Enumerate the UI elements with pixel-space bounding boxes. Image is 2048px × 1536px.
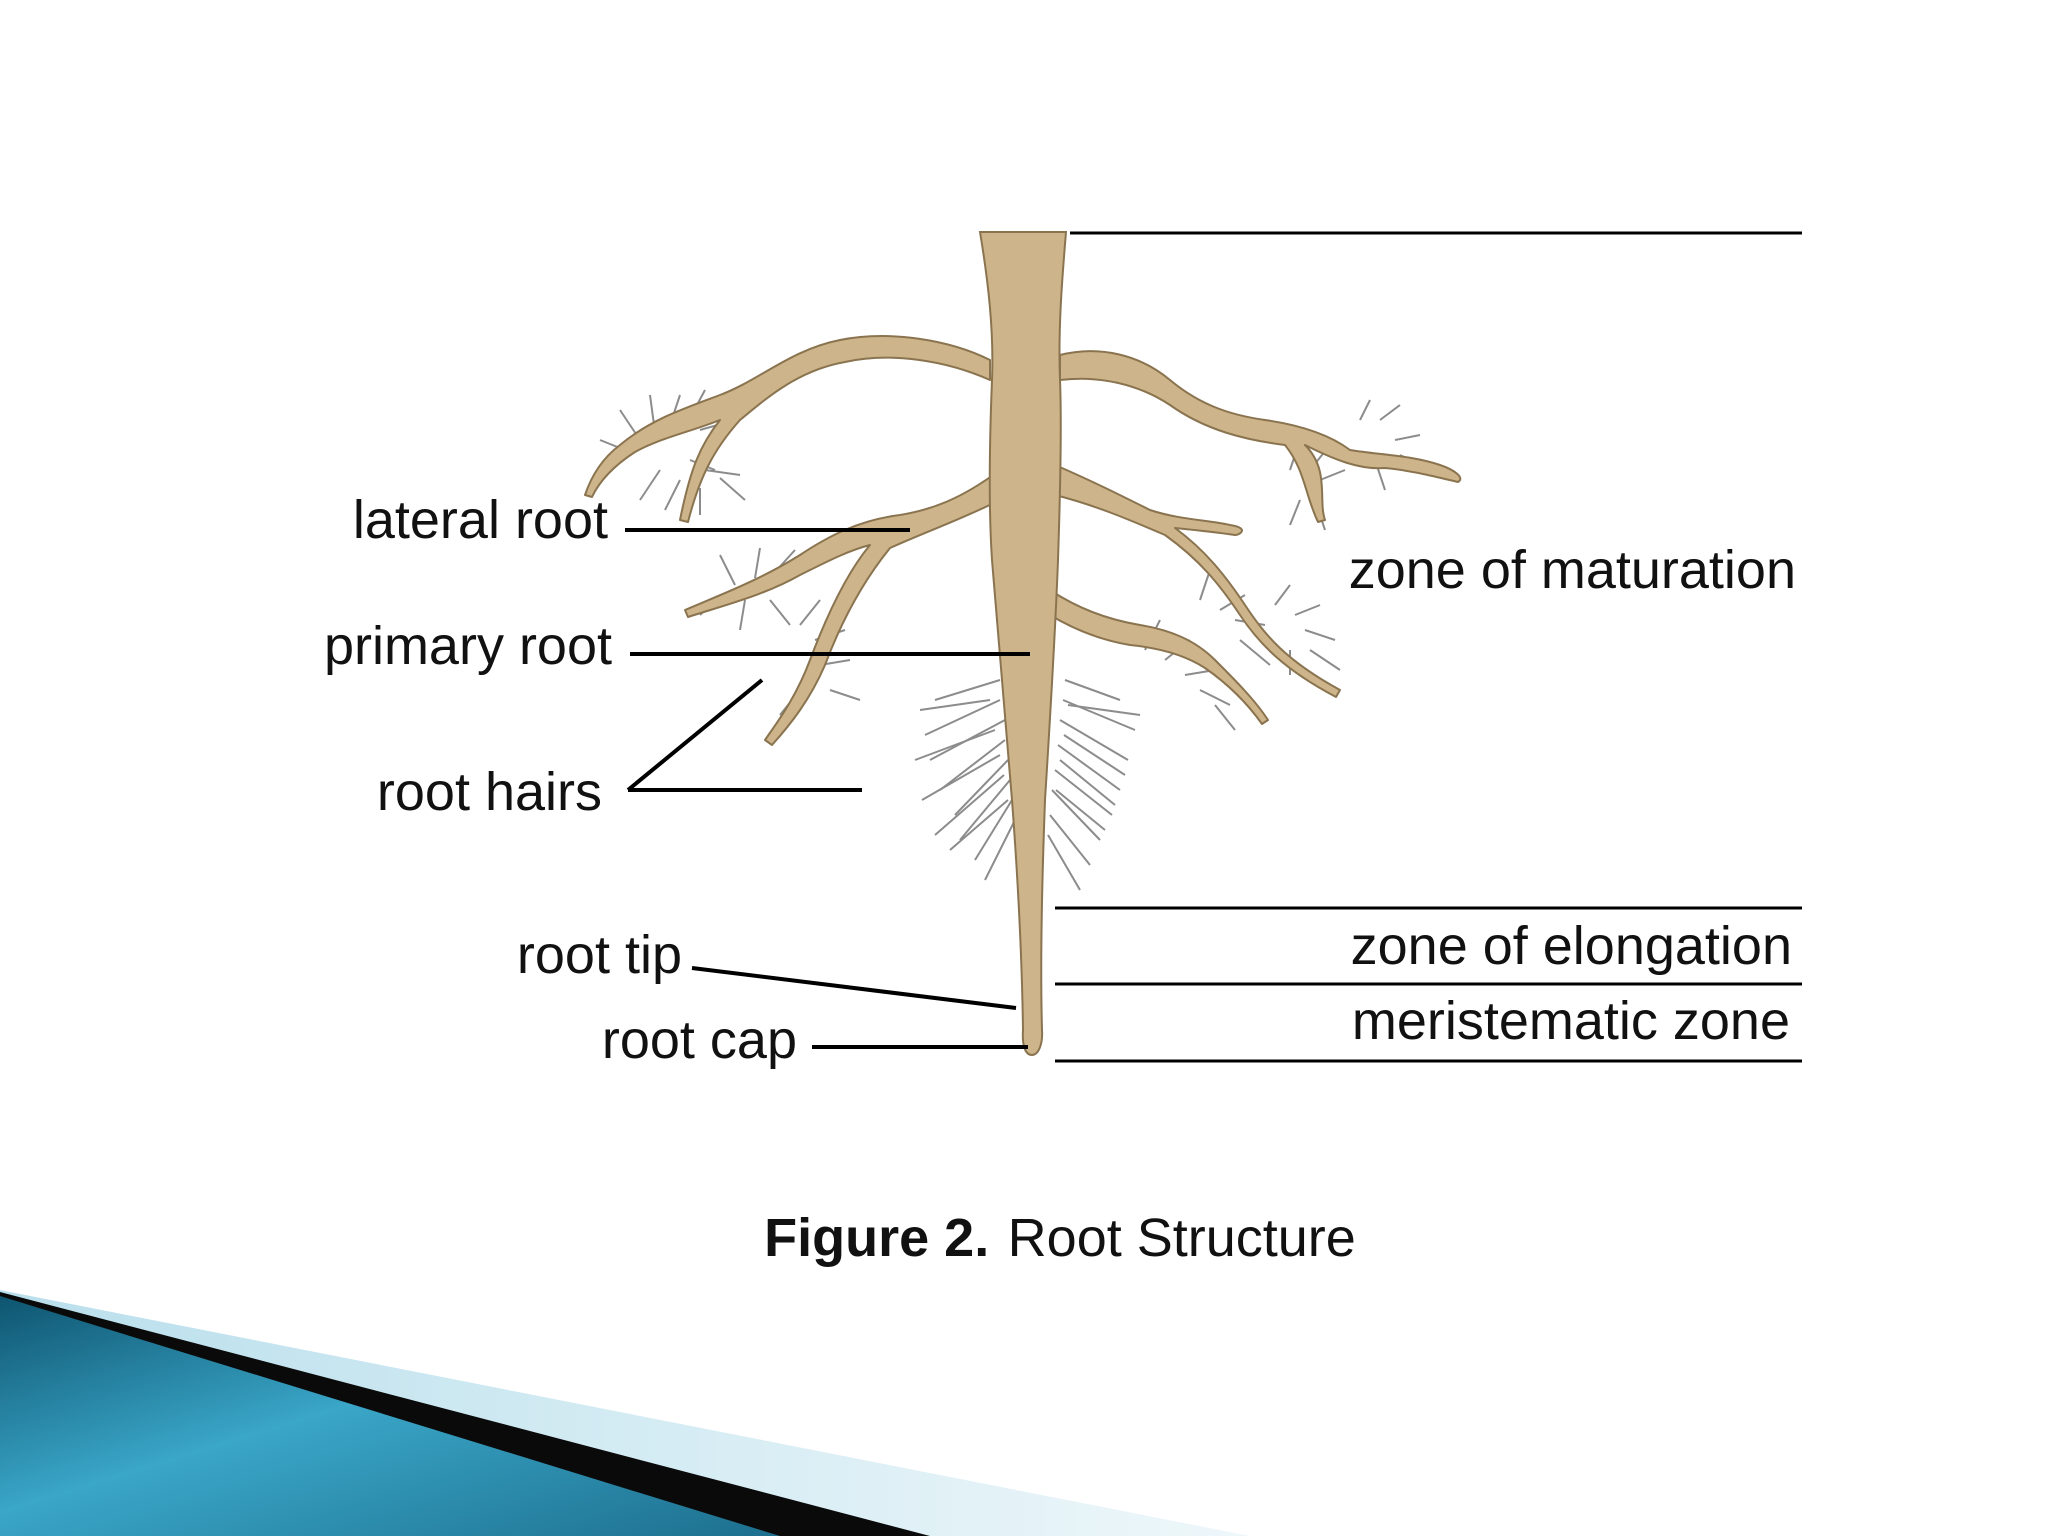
root-hairs-label: root hairs — [377, 762, 602, 822]
meristematic-zone-label: meristematic zone — [1352, 991, 1790, 1051]
zone-of-elongation-label: zone of elongation — [1351, 916, 1792, 976]
corner-blue-band — [0, 1296, 780, 1536]
caption-title: Root Structure — [1008, 1208, 1356, 1268]
zone-of-maturation-label: zone of maturation — [1349, 540, 1796, 600]
caption-prefix: Figure 2. — [764, 1208, 989, 1268]
root-tip-label: root tip — [517, 925, 682, 985]
lateral-roots-graphic — [584, 335, 1462, 746]
primary-root-label: primary root — [324, 616, 612, 676]
primary-root-graphic — [978, 231, 1068, 1057]
corner-decoration — [0, 1290, 1250, 1536]
lateral-root-label: lateral root — [353, 490, 608, 550]
root-hairs-leader-diagonal — [626, 678, 764, 792]
zone-lines — [1055, 231, 1802, 1063]
figure-caption: Figure 2. Root Structure — [764, 1208, 1356, 1268]
root-cap-label: root cap — [602, 1010, 797, 1070]
leader-lines — [625, 528, 1030, 1049]
root-illustration — [584, 231, 1462, 1057]
root-tip-leader — [691, 966, 1017, 1010]
